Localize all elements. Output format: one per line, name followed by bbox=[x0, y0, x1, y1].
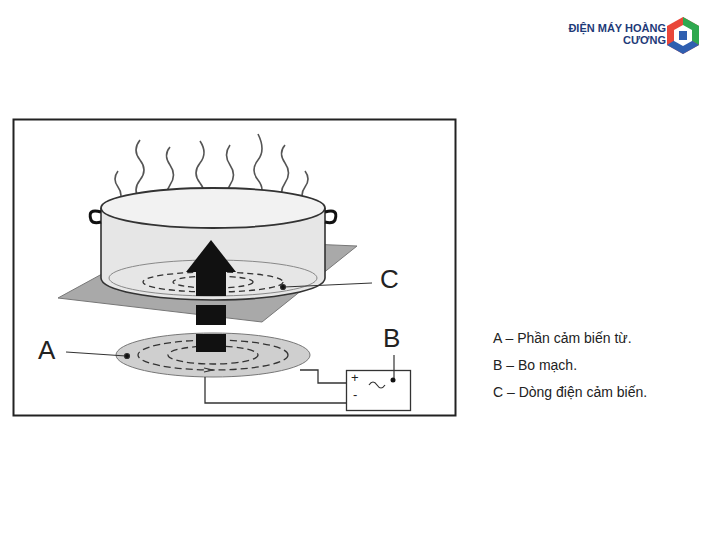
terminal-dot bbox=[391, 378, 396, 383]
callout-letter: B bbox=[383, 324, 400, 353]
circuit-board bbox=[347, 371, 411, 411]
callout-letter: A bbox=[38, 336, 55, 365]
note-text: C – Dòng điện cảm biến. bbox=[493, 385, 647, 400]
polarity-sign: - bbox=[353, 388, 357, 402]
frame bbox=[14, 120, 456, 416]
leader-lines bbox=[66, 283, 394, 378]
logo-icon bbox=[667, 17, 699, 54]
note-text: A – Phần cảm biến từ. bbox=[493, 331, 632, 346]
pot bbox=[90, 188, 336, 300]
magnetic-field-arrow bbox=[186, 240, 236, 352]
ac-symbol bbox=[369, 382, 385, 388]
polarity-sign: + bbox=[351, 371, 359, 385]
wires bbox=[205, 370, 346, 403]
induction-coil bbox=[116, 333, 310, 377]
logo-text: ĐIỆN MÁY HOÀNG CƯƠNG bbox=[556, 22, 666, 46]
note-text: B – Bo mạch. bbox=[493, 358, 577, 373]
callout-letter: C bbox=[380, 265, 399, 294]
